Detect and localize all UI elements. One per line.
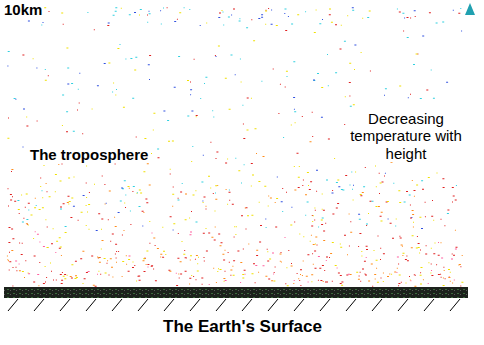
arrow-head: [465, 3, 475, 15]
hatch-stroke: [450, 299, 460, 311]
hatch-stroke: [34, 299, 44, 311]
particle-dots: [15, 231, 457, 285]
trend-label: Decreasing temperature with height: [348, 110, 464, 162]
hatch-stroke: [372, 299, 382, 311]
hatch-stroke: [164, 299, 174, 311]
hatch-stroke: [216, 299, 226, 311]
hatch-stroke: [112, 299, 122, 311]
region-label: The troposphere: [28, 146, 150, 163]
earth-surface-band: [4, 287, 468, 298]
particle-dots: [7, 6, 463, 286]
hatch-stroke: [294, 299, 304, 311]
hatch-stroke: [190, 299, 200, 311]
hatch-stroke: [138, 299, 148, 311]
air-particles: [7, 6, 464, 287]
hatch-stroke: [60, 299, 70, 311]
hatch-stroke: [424, 299, 434, 311]
hatch-stroke: [320, 299, 330, 311]
hatch-stroke: [242, 299, 252, 311]
ground-hatching: [8, 299, 460, 311]
surface-label: The Earth's Surface: [161, 317, 324, 337]
height-label: 10km: [2, 1, 44, 18]
hatch-stroke: [346, 299, 356, 311]
hatch-stroke: [268, 299, 278, 311]
hatch-stroke: [8, 299, 18, 311]
height-arrow: [469, 14, 472, 300]
hatch-stroke: [86, 299, 96, 311]
hatch-stroke: [398, 299, 408, 311]
